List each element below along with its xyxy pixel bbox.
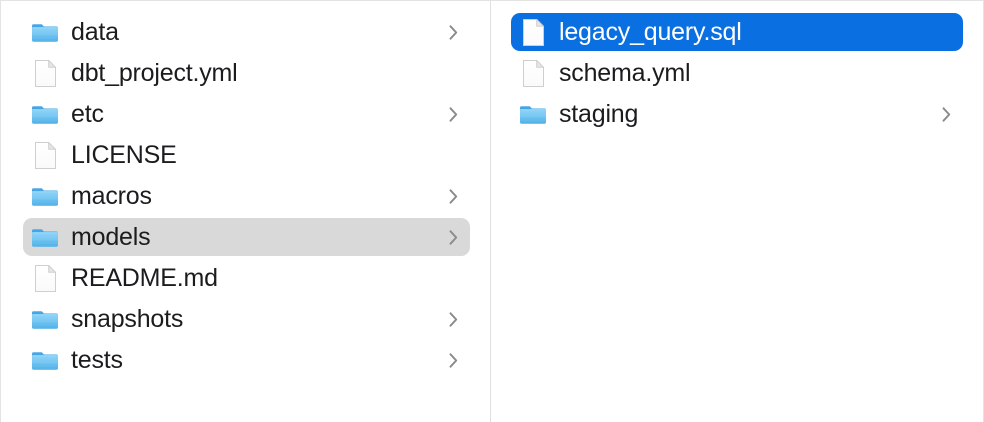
- chevron-right-icon[interactable]: [446, 186, 460, 206]
- row-label: dbt_project.yml: [71, 59, 238, 87]
- file-row[interactable]: dbt_project.yml: [23, 54, 470, 92]
- chevron-right-icon[interactable]: [446, 309, 460, 329]
- row-label: legacy_query.sql: [559, 18, 742, 46]
- row-label: models: [71, 223, 151, 251]
- file-row[interactable]: README.md: [23, 259, 470, 297]
- folder-icon: [32, 182, 58, 210]
- chevron-right-icon[interactable]: [446, 227, 460, 247]
- row-label: tests: [71, 346, 123, 374]
- folder-row[interactable]: staging: [511, 95, 963, 133]
- row-label: schema.yml: [559, 59, 691, 87]
- row-label: staging: [559, 100, 639, 128]
- folder-icon: [32, 223, 58, 251]
- document-icon: [32, 59, 58, 87]
- chevron-right-icon[interactable]: [446, 22, 460, 42]
- row-label: etc: [71, 100, 104, 128]
- folder-row[interactable]: snapshots: [23, 300, 470, 338]
- chevron-right-icon[interactable]: [446, 350, 460, 370]
- document-icon: [32, 264, 58, 292]
- folder-row[interactable]: macros: [23, 177, 470, 215]
- chevron-right-icon[interactable]: [939, 104, 953, 124]
- document-icon: [520, 59, 546, 87]
- file-row[interactable]: LICENSE: [23, 136, 470, 174]
- folder-icon: [520, 100, 546, 128]
- row-label: snapshots: [71, 305, 184, 333]
- document-icon: [32, 141, 58, 169]
- folder-row[interactable]: models: [23, 218, 470, 256]
- folder-row[interactable]: data: [23, 13, 470, 51]
- folder-row[interactable]: etc: [23, 95, 470, 133]
- file-row[interactable]: schema.yml: [511, 54, 963, 92]
- folder-icon: [32, 18, 58, 46]
- folder-icon: [32, 305, 58, 333]
- document-icon: [520, 18, 546, 46]
- file-list-child: legacy_query.sql schema.yml staging: [491, 13, 983, 133]
- file-row[interactable]: legacy_query.sql: [511, 13, 963, 51]
- folder-icon: [32, 346, 58, 374]
- row-label: LICENSE: [71, 141, 177, 169]
- row-label: data: [71, 18, 119, 46]
- row-label: README.md: [71, 264, 218, 292]
- chevron-right-icon[interactable]: [446, 104, 460, 124]
- folder-icon: [32, 100, 58, 128]
- folder-row[interactable]: tests: [23, 341, 470, 379]
- row-label: macros: [71, 182, 152, 210]
- finder-column-child[interactable]: legacy_query.sql schema.yml staging: [491, 1, 983, 422]
